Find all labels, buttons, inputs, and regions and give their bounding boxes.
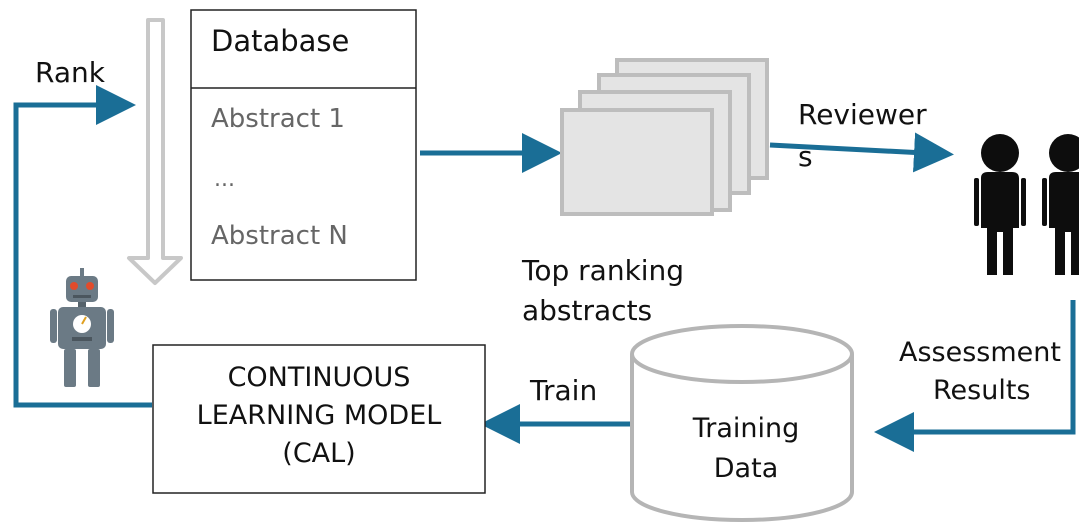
database-title: Database bbox=[211, 24, 349, 58]
reviewers-label-line2: s bbox=[798, 140, 813, 173]
top-ranking-label-line2: abstracts bbox=[522, 294, 652, 327]
assessment-results-arrow bbox=[874, 300, 1076, 452]
cal-label-line3: (CAL) bbox=[282, 438, 355, 469]
cal-model-box: CONTINUOUS LEARNING MODEL (CAL) bbox=[152, 344, 486, 494]
rank-loop-arrow bbox=[13, 85, 152, 408]
abstract-last: Abstract N bbox=[211, 221, 348, 251]
person-icon bbox=[1042, 134, 1079, 275]
rank-label: Rank bbox=[35, 56, 106, 89]
assessment-label-line1: Assessment bbox=[899, 337, 1061, 368]
abstract-first: Abstract 1 bbox=[211, 104, 345, 134]
train-label: Train bbox=[529, 374, 597, 407]
ranking-hollow-arrow bbox=[127, 18, 183, 285]
cylinder-icon bbox=[630, 324, 854, 522]
reviewers-label-line1: Reviewer bbox=[798, 98, 927, 131]
training-data-label-line2: Data bbox=[714, 453, 778, 484]
assessment-label-line2: Results bbox=[933, 375, 1031, 406]
robot-icon bbox=[50, 268, 114, 387]
abstract-ellipsis: ... bbox=[214, 167, 235, 192]
top-ranking-label-line1: Top ranking bbox=[521, 254, 684, 287]
database-box: Database Abstract 1 ... Abstract N bbox=[190, 9, 417, 281]
cal-label-line1: CONTINUOUS bbox=[228, 362, 411, 393]
person-icon bbox=[974, 134, 1026, 275]
document-stack-icon bbox=[560, 58, 769, 216]
training-data-label-line1: Training bbox=[692, 413, 800, 444]
to-reviewers-arrow bbox=[769, 132, 954, 173]
cal-label-line2: LEARNING MODEL bbox=[197, 400, 442, 431]
